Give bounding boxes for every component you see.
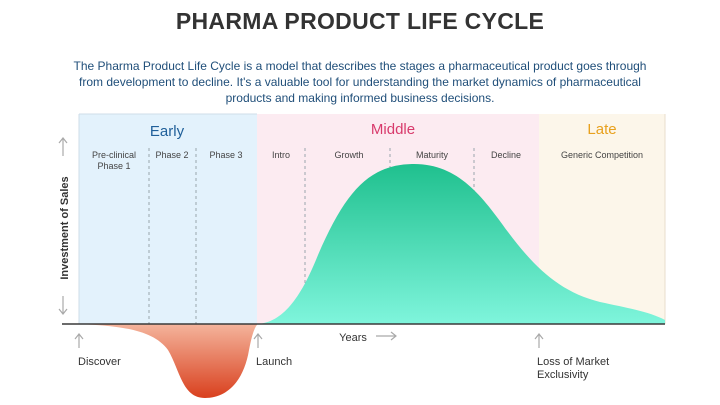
arrow-up-icon xyxy=(58,137,68,156)
milestone-arrow-icon xyxy=(74,333,84,348)
phase-title-early: Early xyxy=(150,123,185,140)
stage-label-intro: Intro xyxy=(272,150,290,160)
phase-title-late: Late xyxy=(587,121,616,138)
stage-label-generic-competition: Generic Competition xyxy=(561,150,643,160)
milestone-loss-of-exclusivity-line2: Exclusivity xyxy=(537,369,589,381)
milestone-loss-of-exclusivity: Loss of Market xyxy=(537,356,609,368)
x-axis-label: Years xyxy=(339,332,367,344)
page-title: PHARMA PRODUCT LIFE CYCLE xyxy=(175,8,545,34)
arrow-down-icon xyxy=(58,296,68,315)
stage-label-phase1: Phase 1 xyxy=(97,161,130,171)
milestone-arrow-icon xyxy=(534,333,544,348)
y-axis-label: Investment of Sales xyxy=(59,176,71,279)
stage-label-preclinical: Pre-clinical xyxy=(92,150,136,160)
sales-curve xyxy=(258,163,665,324)
arrow-right-icon xyxy=(376,331,397,341)
stage-label-decline: Decline xyxy=(491,150,521,160)
milestone-launch: Launch xyxy=(256,356,292,368)
phase-panel-early xyxy=(79,114,257,324)
stage-label-growth: Growth xyxy=(334,150,363,160)
milestone-arrow-icon xyxy=(253,333,263,348)
phase-title-middle: Middle xyxy=(371,121,415,138)
stage-label-phase3: Phase 3 xyxy=(209,150,242,160)
stage-label-maturity: Maturity xyxy=(416,150,449,160)
stage-label-phase2: Phase 2 xyxy=(155,150,188,160)
investment-curve xyxy=(79,324,258,398)
page-description: The Pharma Product Life Cycle is a model… xyxy=(73,59,647,105)
milestone-discover: Discover xyxy=(78,356,121,368)
